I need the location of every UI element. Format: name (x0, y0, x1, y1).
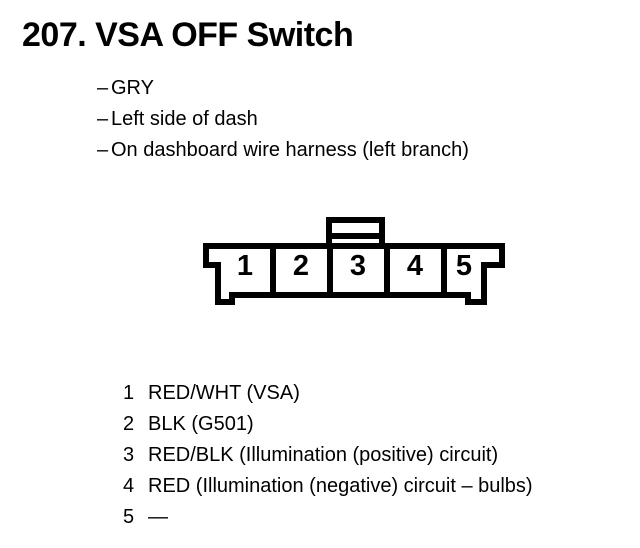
connector-left-foot-bottom (215, 299, 235, 305)
pin-description: RED (Illumination (negative) circuit – b… (148, 475, 533, 497)
pin-number: 4 (123, 475, 135, 497)
connector-left-notch (203, 262, 221, 268)
pin-row-2: 2 BLK (G501) (123, 409, 533, 440)
connector-top-edge (203, 243, 505, 249)
connector-latch-divider (326, 233, 385, 239)
connector-right-outer-edge (499, 243, 505, 268)
connector-right-foot-edge (465, 292, 471, 305)
connector-right-inner-bar (481, 262, 487, 305)
pin-description: BLK (G501) (148, 413, 254, 435)
detail-text: Left side of dash (111, 108, 258, 130)
pin-description: — (148, 506, 168, 528)
detail-item-location: –Left side of dash (97, 104, 469, 135)
detail-text: GRY (111, 77, 154, 99)
connector-separator-2-3 (327, 243, 333, 298)
detail-list: –GRY –Left side of dash –On dashboard wi… (97, 73, 469, 166)
pin-row-4: 4 RED (Illumination (negative) circuit – … (123, 471, 533, 502)
pin-table: 1 RED/WHT (VSA) 2 BLK (G501) 3 RED/BLK (Ill… (123, 378, 533, 533)
detail-item-color: –GRY (97, 73, 469, 104)
connector-right-foot-bottom (465, 299, 487, 305)
connector-pin-5: 5 (455, 250, 473, 282)
pin-number: 5 (123, 506, 135, 528)
connector-left-outer-edge (203, 243, 209, 268)
dash-bullet: – (97, 139, 109, 161)
connector-pin-3: 3 (349, 250, 367, 282)
page-title: 207. VSA OFF Switch (22, 16, 354, 54)
pin-number: 3 (123, 444, 135, 466)
connector-separator-4-5 (441, 243, 447, 298)
connector-left-inner-bar (215, 262, 221, 305)
pin-row-5: 5— (123, 502, 533, 533)
connector-bottom-edge (229, 292, 471, 298)
pin-row-1: 1 RED/WHT (VSA) (123, 378, 533, 409)
pin-row-3: 3 RED/BLK (Illumination (positive) circui… (123, 440, 533, 471)
connector-separator-3-4 (384, 243, 390, 298)
dash-bullet: – (97, 108, 109, 130)
detail-text: On dashboard wire harness (left branch) (111, 139, 469, 161)
pin-description: RED/BLK (Illumination (positive) circuit… (148, 444, 499, 466)
dash-bullet: – (97, 77, 109, 99)
connector-diagram: 1 2 3 4 5 (200, 215, 510, 311)
connector-pin-4: 4 (406, 250, 424, 282)
pin-number: 2 (123, 413, 135, 435)
connector-right-notch (481, 262, 505, 268)
connector-left-foot-edge (229, 292, 235, 305)
connector-pin-2: 2 (292, 250, 310, 282)
detail-item-harness: –On dashboard wire harness (left branch) (97, 135, 469, 166)
connector-pin-1: 1 (236, 250, 254, 282)
pin-description: RED/WHT (VSA) (148, 382, 300, 404)
connector-separator-1-2 (270, 243, 276, 298)
pin-number: 1 (123, 382, 135, 404)
